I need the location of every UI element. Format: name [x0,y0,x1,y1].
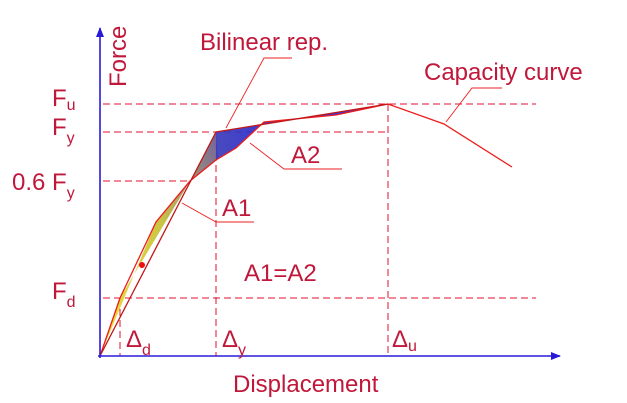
fy06-label: 0.6 Fy [12,169,75,202]
y-axis-title: Force [105,26,132,87]
capacity-label: Capacity curve [424,59,583,86]
capacity-leader [445,87,502,123]
calibration-point [139,262,145,268]
fy-label: Fy [52,114,75,147]
bilinear-label: Bilinear rep. [200,29,328,56]
a2-leader [249,142,342,170]
dd-label: Δd [126,326,151,359]
x-axis-title: Displacement [233,371,379,398]
a1-label: A1 [222,195,251,222]
a1-leader [181,202,254,223]
du-label: Δu [392,326,417,355]
bilinear-curve [99,103,389,357]
area-a1 [100,132,218,356]
fu-label: Fu [52,85,76,114]
equality-label: A1=A2 [244,260,317,287]
bilinear-leader [225,57,292,129]
area-a2 [216,104,388,160]
dy-label: Δy [222,326,246,359]
fd-label: Fd [52,278,76,311]
a2-label: A2 [291,142,320,169]
capacity-curve [99,103,513,357]
